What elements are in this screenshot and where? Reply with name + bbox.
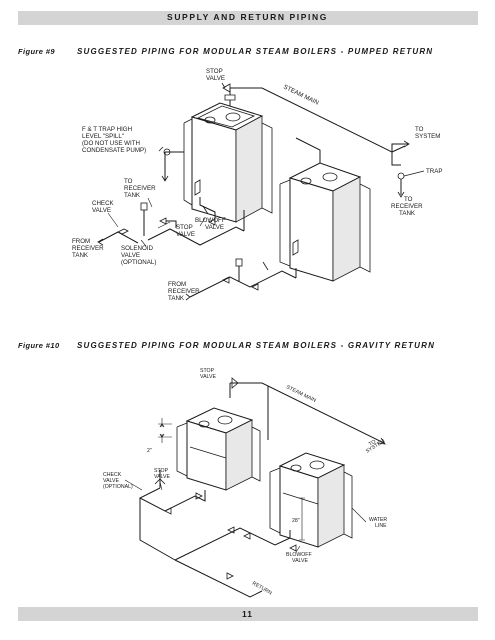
label: RECEIVER xyxy=(168,288,200,295)
label: STOP xyxy=(200,368,215,374)
blowoff-valve-icon xyxy=(208,218,216,226)
figure-10-diagram: STOP VALVE STEAM MAIN TO SYSTEM 2" CHECK… xyxy=(103,368,387,598)
label: VALVE xyxy=(200,374,216,380)
label: TANK xyxy=(168,295,185,302)
label: VALVE xyxy=(103,478,119,484)
label: TO xyxy=(124,178,133,185)
label: WATER xyxy=(369,517,387,523)
label: TRAP xyxy=(426,168,443,175)
label: TO xyxy=(368,439,377,448)
label: TANK xyxy=(124,192,141,199)
ft-trap-icon xyxy=(163,148,171,156)
label: RETURN xyxy=(251,581,273,597)
label: TANK xyxy=(72,252,89,259)
label: STOP xyxy=(176,224,193,231)
label: 28" xyxy=(292,518,300,524)
figure-9-diagram: STOP VALVE STEAM MAIN TO SYSTEM TRAP TO … xyxy=(72,68,443,302)
label: (OPTIONAL) xyxy=(121,259,156,266)
section-title: SUPPLY AND RETURN PIPING xyxy=(167,12,328,22)
label: LINE xyxy=(375,523,387,529)
label: STEAM MAIN xyxy=(282,84,320,107)
label: VALVE xyxy=(292,558,308,564)
stop-valve-mid-icon xyxy=(159,217,167,225)
trap-icon xyxy=(397,172,405,180)
label: FROM xyxy=(168,281,186,288)
label: TO xyxy=(415,126,424,133)
label: F & T TRAP HIGH xyxy=(82,126,132,133)
label: SOLENOID xyxy=(121,245,154,252)
label: VALVE xyxy=(205,224,224,231)
label: VALVE xyxy=(176,231,195,238)
label: (OPTIONAL) xyxy=(103,484,133,490)
label: VALVE xyxy=(154,474,170,480)
figure-10-label: Figure #10 xyxy=(18,341,60,350)
label: FROM xyxy=(72,238,90,245)
label: RECEIVER xyxy=(72,245,104,252)
label: SYSTEM xyxy=(415,133,440,140)
stop-valve-icon xyxy=(222,83,231,93)
label: CONDENSATE PUMP) xyxy=(82,147,146,154)
label: STOP xyxy=(206,68,223,75)
page-number: 11 xyxy=(242,609,253,619)
label: LEVEL "SPILL" xyxy=(82,133,124,140)
label: VALVE xyxy=(121,252,140,259)
check-valve-icon xyxy=(117,228,129,235)
boiler-2 xyxy=(279,162,371,282)
label: STEAM MAIN xyxy=(285,384,317,404)
label: BLOWOFF xyxy=(195,217,226,224)
label: 2" xyxy=(147,448,152,454)
label: CHECK xyxy=(92,200,115,207)
footer-bar xyxy=(18,607,478,621)
figure-9-title: SUGGESTED PIPING FOR MODULAR STEAM BOILE… xyxy=(77,47,434,56)
label: STOP xyxy=(154,468,169,474)
boiler-1 xyxy=(183,102,273,223)
label: VALVE xyxy=(206,75,225,82)
boiler-2 xyxy=(269,452,353,548)
figure-10-title: SUGGESTED PIPING FOR MODULAR STEAM BOILE… xyxy=(77,341,436,350)
header-bar xyxy=(18,11,478,25)
label: (DO NOT USE WITH xyxy=(82,140,140,147)
label: RECEIVER xyxy=(124,185,156,192)
figure-9-label: Figure #9 xyxy=(18,47,55,56)
label: RECEIVER xyxy=(391,203,423,210)
solenoid-valve-icon xyxy=(140,202,148,211)
label: BLOWOFF xyxy=(286,552,312,558)
label: SYSTEM xyxy=(365,438,386,454)
label: CHECK xyxy=(103,472,122,478)
steam-main-pipe xyxy=(230,382,385,444)
label: VALVE xyxy=(92,207,111,214)
label: TO xyxy=(404,196,413,203)
label: TANK xyxy=(399,210,416,217)
boiler-1 xyxy=(176,407,261,491)
